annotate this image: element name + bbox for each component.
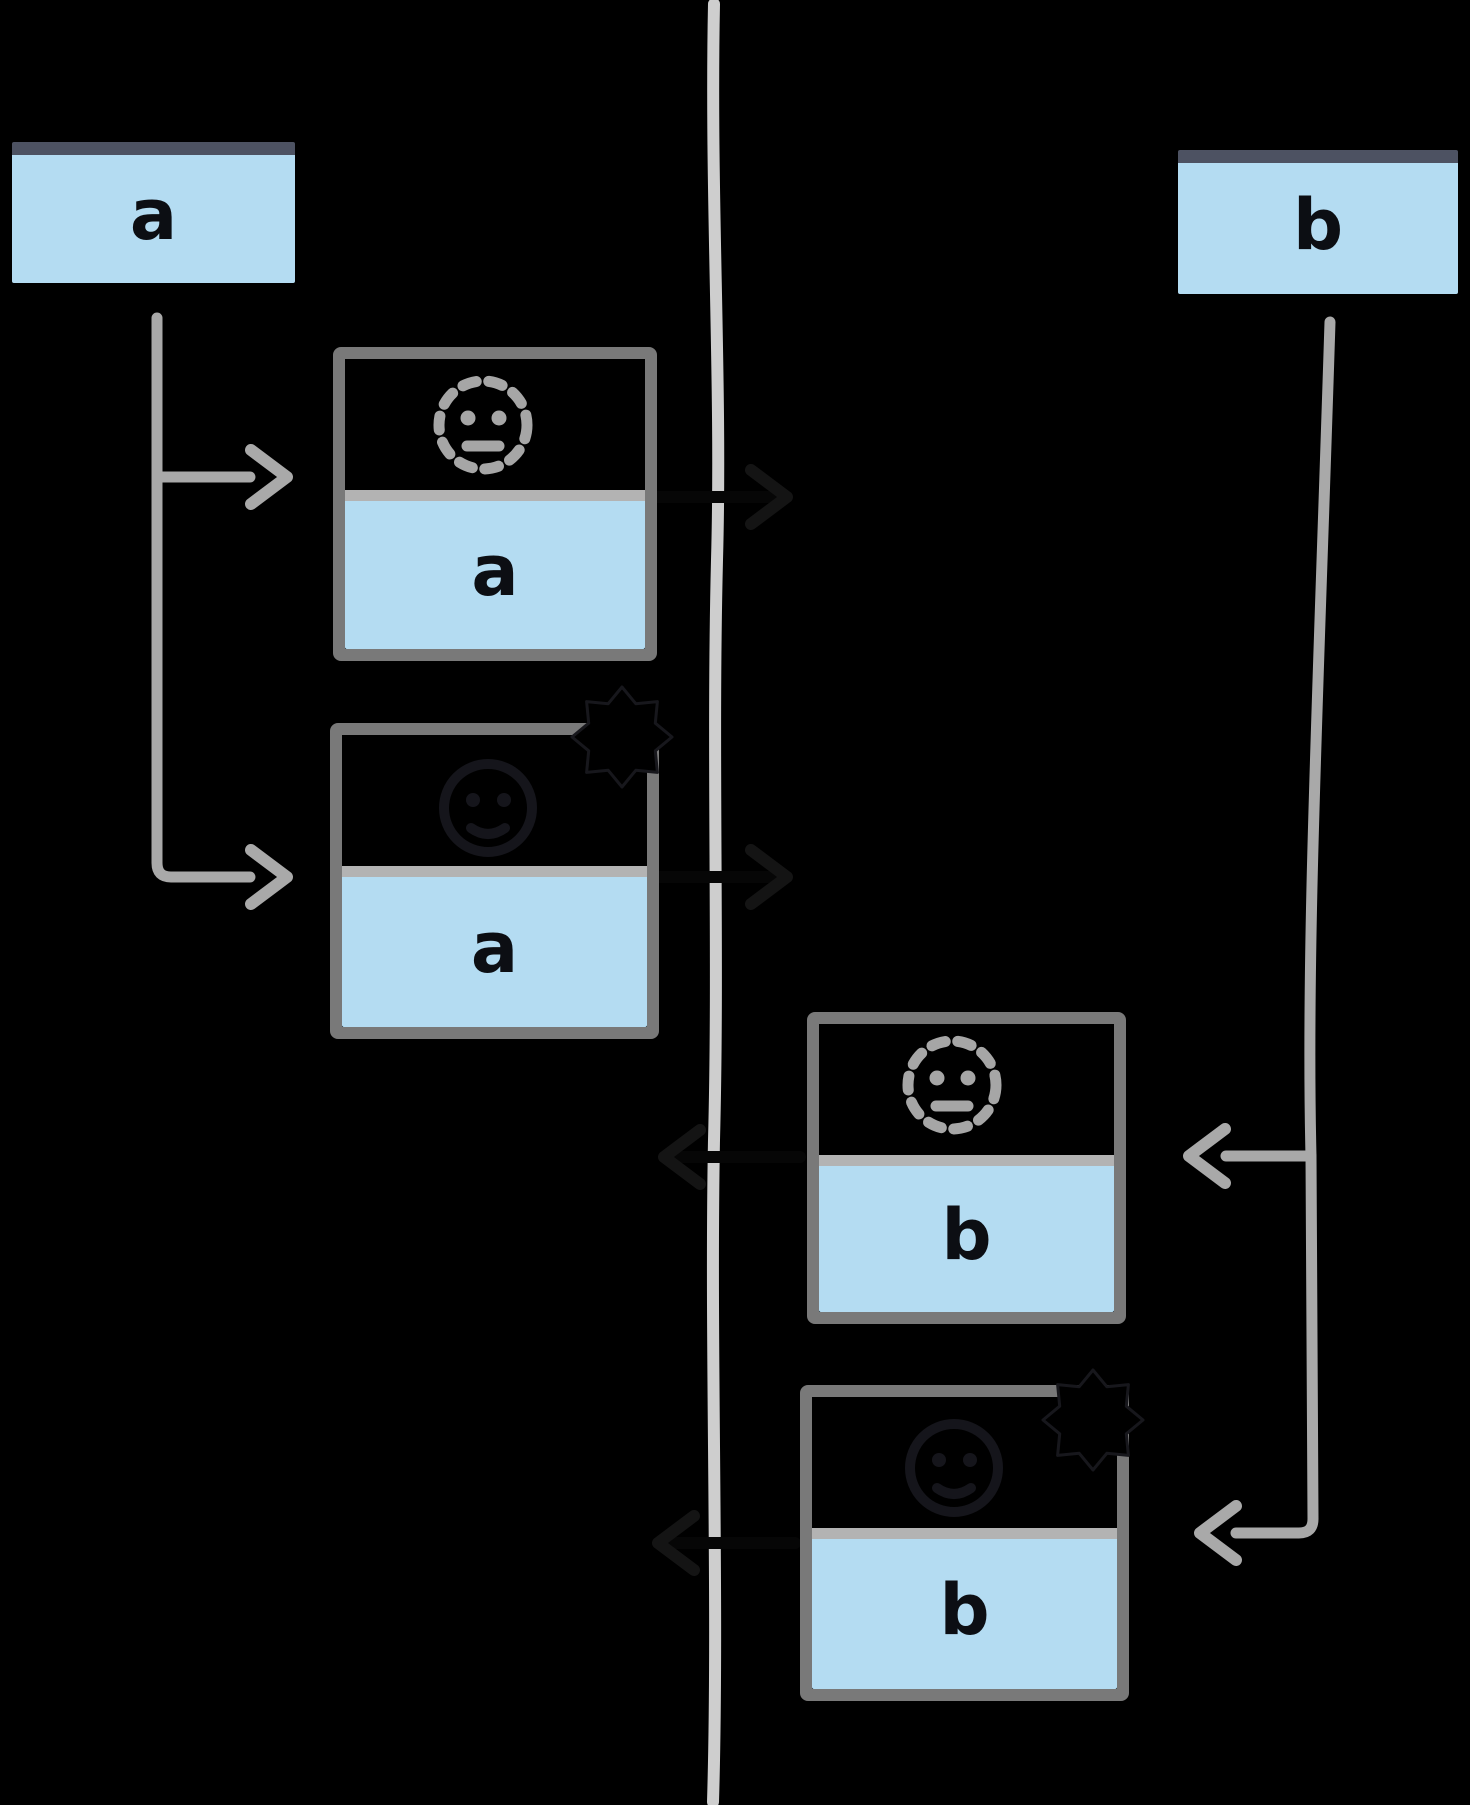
snapshot-body: a [345, 501, 645, 649]
source-box-a: a [12, 142, 295, 283]
snapshot-box-a1: a [333, 347, 657, 661]
snapshot-divider [812, 1528, 1117, 1539]
snapshot-body: a [342, 877, 647, 1027]
hidden-arrowhead-left-icon [658, 1124, 706, 1190]
snapshot-box-a2: a [330, 723, 659, 1039]
source-box-b: b [1178, 150, 1458, 294]
source-box-body: a [12, 155, 295, 283]
source-box-header-bar [12, 142, 295, 155]
source-code-area-b [1020, 0, 1470, 146]
arrowhead-left-icon [1183, 1123, 1231, 1189]
snapshot-b2-label: b [939, 1569, 990, 1651]
snapshot-divider [345, 490, 645, 501]
snapshot-a1-label: a [471, 530, 519, 612]
snapshot-a2-label: a [470, 907, 519, 989]
snapshot-b1-label: b [941, 1194, 992, 1276]
source-box-header-bar [1178, 150, 1458, 163]
arrowhead-right-icon [245, 844, 293, 910]
connector-b-trunk [1230, 316, 1336, 1539]
arrowhead-right-icon [245, 444, 293, 510]
snapshot-body: b [812, 1539, 1117, 1689]
timeline-line [706, 0, 725, 1805]
snapshot-icon-area [345, 359, 645, 490]
snapshot-box-b1: b [807, 1012, 1126, 1324]
snapshot-icon-area [342, 735, 647, 866]
hidden-arrowhead-right-icon [745, 844, 793, 910]
snapshot-body: b [819, 1166, 1114, 1312]
source-code-area-a [0, 0, 300, 138]
snapshot-icon-area [819, 1024, 1114, 1155]
snapshot-divider [819, 1155, 1114, 1166]
hidden-arrowhead-left-icon [652, 1510, 700, 1576]
arrowhead-left-icon [1194, 1500, 1242, 1566]
connector-a-trunk [151, 312, 256, 883]
source-b-label: b [1292, 183, 1344, 266]
source-box-body: b [1178, 163, 1458, 294]
hidden-arrowhead-right-icon [745, 464, 793, 530]
snapshot-icon-area [812, 1397, 1117, 1528]
snapshot-box-b2: b [800, 1385, 1129, 1701]
source-a-label: a [129, 174, 178, 256]
snapshot-divider [342, 866, 647, 877]
